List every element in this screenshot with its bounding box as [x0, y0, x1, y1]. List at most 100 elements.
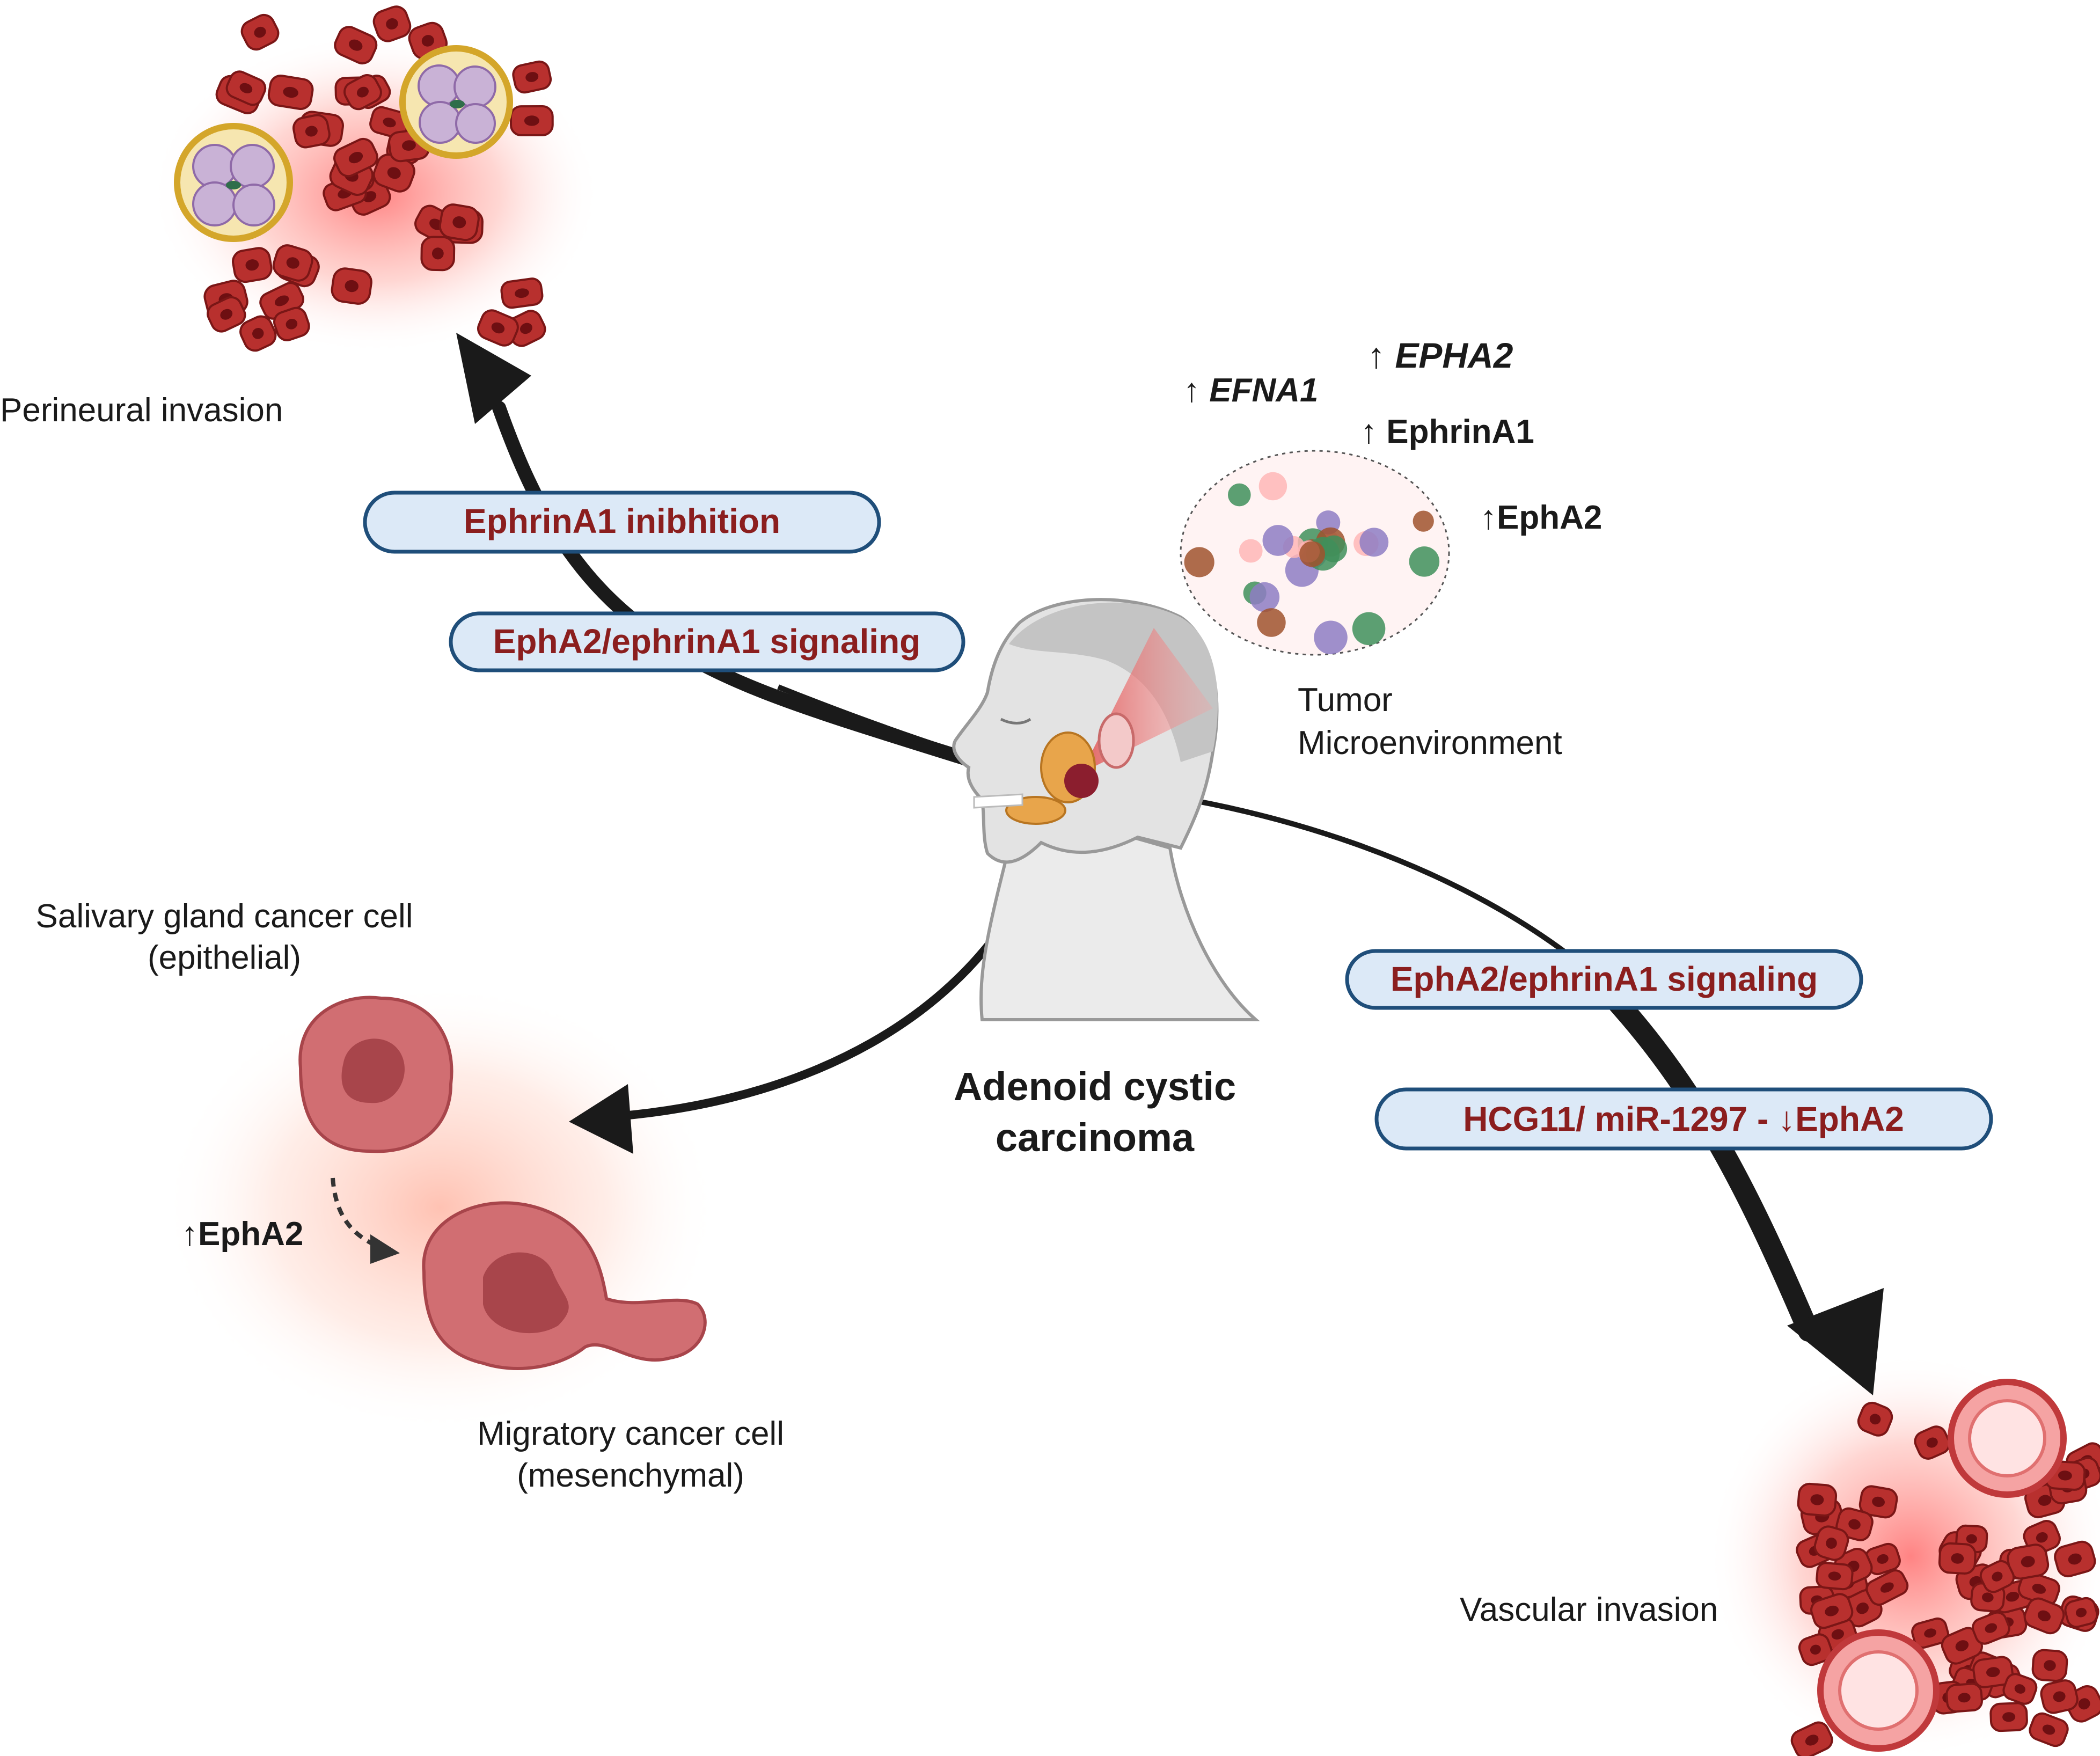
cancer-cell [1979, 1560, 2015, 1593]
tme-cell [1409, 546, 1440, 577]
arrow-perineural [492, 401, 1027, 782]
pill-hcg11: HCG11/ miR-1297 - ↓EphA2 [1374, 1087, 1993, 1151]
pill-signaling-upper: EphA2/ephrinA1 signaling [449, 611, 965, 672]
blood-vessel-icon [1817, 1379, 2067, 1752]
cancer-cell [2029, 1712, 2069, 1747]
label-perineural: Perineural invasion [0, 392, 283, 429]
pill-ephrina1-inhibition: EphrinA1 inibhition [363, 491, 881, 554]
tme-cell [1262, 525, 1294, 556]
cancer-cell [372, 5, 412, 42]
cancer-cell [273, 306, 310, 341]
cancer-cell [1911, 1617, 1950, 1649]
cancer-cell [240, 13, 280, 51]
tumor-microenvironment-icon [1180, 450, 1450, 656]
label-epithelial-line2: (epithelial) [148, 939, 301, 976]
cancer-cell [1797, 1482, 1838, 1517]
cancer-cell [1810, 1593, 1854, 1629]
arrowhead-vascular [1787, 1288, 1884, 1395]
cancer-cell [239, 315, 277, 352]
pill-signaling-lower: EphA2/ephrinA1 signaling [1345, 949, 1863, 1010]
cancer-cell [2031, 1649, 2068, 1682]
marker-efna1-gene: ↑ EFNA1 [1183, 372, 1318, 409]
label-acc-line1: Adenoid cystic [954, 1064, 1236, 1109]
tme-cell [1184, 547, 1214, 577]
cancer-cell [272, 244, 313, 282]
cancer-cell [1865, 1569, 1909, 1606]
cancer-cell [1816, 1562, 1854, 1591]
pill-hcg11-text: HCG11/ miR-1297 - ↓EphA2 [1463, 1100, 1904, 1138]
cancer-cell [1972, 1611, 2010, 1645]
tme-cell [1239, 539, 1263, 563]
marker-ephrina1-protein: ↑ EphrinA1 [1360, 413, 1534, 450]
cancer-cell [477, 309, 519, 347]
pill-signaling-upper-text: EphA2/ephrinA1 signaling [493, 622, 921, 661]
epithelial-cancer-cell-icon [298, 996, 453, 1153]
nerve-bundle-right [399, 45, 513, 159]
cancer-cell [333, 137, 378, 178]
tme-cell [1299, 541, 1326, 567]
cancer-cell [2064, 1597, 2098, 1628]
cancer-cell [1798, 1633, 1833, 1666]
cancer-cell [2054, 1540, 2096, 1578]
label-mesenchymal-line2: (mesenchymal) [517, 1457, 744, 1494]
cancer-cell [1858, 1485, 1898, 1519]
marker-epha2-gene: ↑ EPHA2 [1367, 335, 1513, 375]
label-mesenchymal-line1: Migratory cancer cell [477, 1415, 784, 1452]
cancer-cell [1813, 1525, 1849, 1561]
tme-cell [1413, 510, 1434, 532]
cancer-cell [420, 236, 456, 272]
marker-epha2-protein: ↑EphA2 [1480, 499, 1602, 536]
cancer-cell [267, 75, 314, 111]
cancer-cell [1972, 1656, 2014, 1688]
cancer-cell [334, 26, 378, 65]
cancer-cell [1857, 1401, 1893, 1437]
marker-emt-epha2: ↑EphA2 [181, 1216, 303, 1253]
arrowhead-perineural [456, 333, 531, 424]
cancer-cell [1914, 1425, 1951, 1460]
tme-cell [1320, 535, 1348, 562]
pill-ephrina1-inhibition-text: EphrinA1 inibhition [464, 502, 780, 540]
pill-signaling-lower-text: EphA2/ephrinA1 signaling [1391, 960, 1818, 998]
cancer-cell [225, 70, 267, 106]
human-head-profile-icon [952, 598, 1260, 1021]
label-epithelial-line1: Salivary gland cancer cell [35, 898, 413, 935]
arrowhead-emt [569, 1084, 633, 1154]
tme-cell [1249, 582, 1280, 612]
cancer-cell [500, 277, 544, 309]
tme-cell [1314, 620, 1348, 655]
cancer-cell [1864, 1542, 1901, 1576]
tme-cell [1359, 528, 1389, 557]
cancer-cell [2023, 1597, 2065, 1635]
perineural-cancer-cells [203, 5, 554, 352]
cancer-cell [2017, 1571, 2060, 1606]
cancer-cell [331, 267, 372, 305]
nerve-bundle-left [174, 123, 293, 242]
vascular-cancer-cells [1790, 1401, 2100, 1756]
tme-cell [1352, 612, 1386, 646]
tme-cell [1258, 472, 1287, 501]
mesenchymal-cancer-cell-icon [422, 1201, 707, 1370]
tumor-mass [1064, 764, 1099, 798]
label-acc-line2: carcinoma [996, 1115, 1195, 1160]
cancer-cell [343, 74, 382, 111]
tme-cell [1227, 483, 1251, 507]
cancer-cell [1945, 1682, 1983, 1713]
arrowhead-emt-dashed [370, 1234, 400, 1264]
cancer-cell [1989, 1702, 2028, 1732]
nerve-icon [174, 45, 513, 242]
cancer-cell [292, 114, 331, 149]
cancer-cell [207, 296, 246, 333]
tme-cell [1257, 608, 1286, 637]
cancer-cell [1790, 1721, 1833, 1756]
cancer-cell [438, 203, 480, 242]
cancer-cell [509, 105, 554, 136]
cancer-cell [232, 247, 273, 283]
cancer-cell [2002, 1673, 2038, 1705]
cancer-cell [2007, 1543, 2050, 1580]
vessel-top [1948, 1379, 2067, 1498]
label-vascular: Vascular invasion [1460, 1591, 1718, 1628]
label-tme-line2: Microenvironment [1298, 725, 1562, 762]
cancer-cell [1938, 1542, 1977, 1575]
label-tme-line1: Tumor [1298, 682, 1393, 719]
